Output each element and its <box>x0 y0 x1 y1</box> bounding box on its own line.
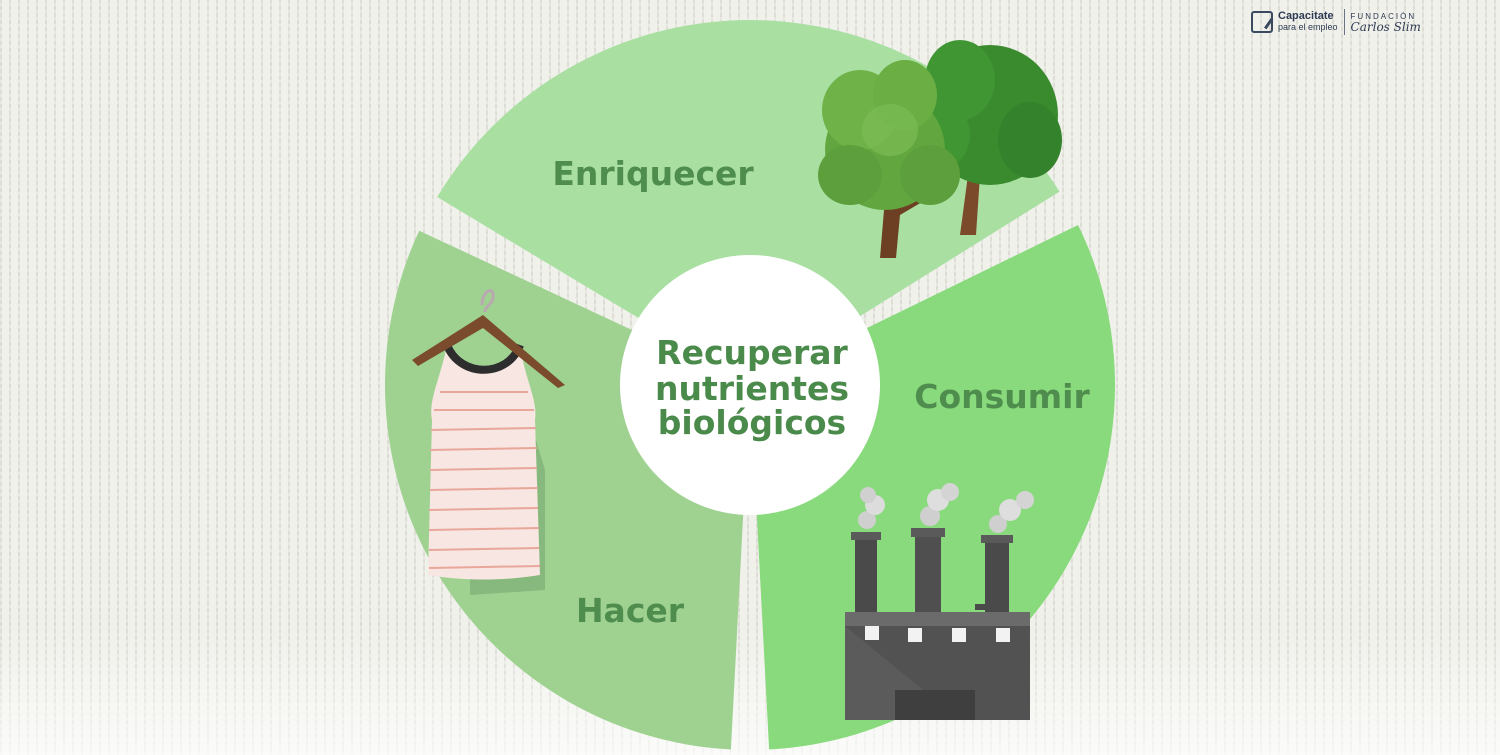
center-line-2: nutrientes <box>655 369 849 408</box>
logo-sub: para el empleo <box>1278 22 1338 32</box>
bottom-fade <box>0 635 1500 755</box>
trees-icon <box>818 40 1062 258</box>
logo-divider <box>1343 9 1345 35</box>
center-line-1: Recuperar <box>656 333 848 372</box>
label-enriquecer: Enriquecer <box>552 154 754 193</box>
factory-icon <box>845 483 1034 720</box>
label-consumir: Consumir <box>914 377 1090 416</box>
label-hacer: Hacer <box>576 591 685 630</box>
logo-fundacion: FUNDACIÓN <box>1350 12 1417 21</box>
logo-signature: Carlos Slim <box>1350 20 1421 34</box>
logo: Capacitate para el empleo FUNDACIÓN Carl… <box>1251 8 1431 36</box>
center-circle <box>620 255 880 515</box>
tank-top-on-hanger-icon <box>412 289 565 595</box>
capacitate-logo-icon <box>1251 11 1273 33</box>
logo-brand: Capacitate <box>1278 10 1334 22</box>
center-line-3: biológicos <box>658 403 846 442</box>
